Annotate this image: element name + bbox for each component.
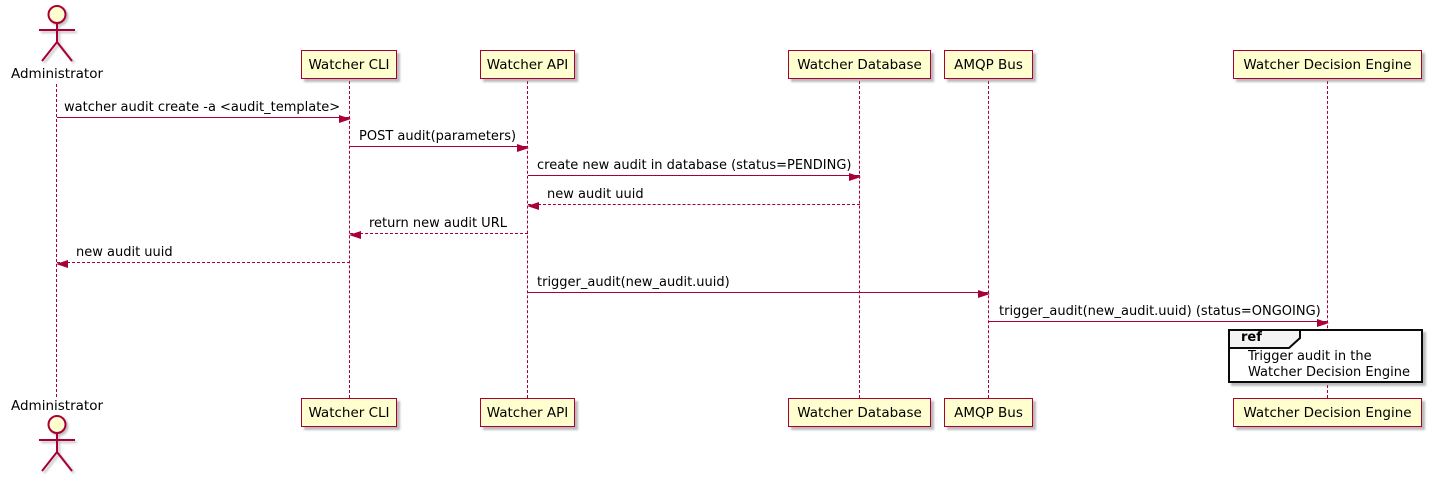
- participant-label: Watcher API: [486, 56, 569, 73]
- message-line: [57, 117, 350, 118]
- participant-watcher-cli-top: Watcher CLI: [301, 50, 397, 79]
- ref-fragment: ref Trigger audit in the Watcher Decisio…: [1228, 329, 1423, 383]
- arrow-head-icon: [349, 231, 361, 239]
- lifeline-watcher-decision-engine: [1327, 81, 1328, 398]
- arrow-head-icon: [527, 202, 539, 210]
- actor-icon: [31, 3, 83, 69]
- participant-label: AMQP Bus: [954, 404, 1023, 421]
- message-label: new audit uuid: [76, 245, 173, 260]
- ref-line-2: Watcher Decision Engine: [1248, 364, 1410, 380]
- message-trigger-audit-ongoing: trigger_audit(new_audit.uuid) (status=ON…: [989, 302, 1329, 327]
- message-new-audit-uuid-return-cli: new audit uuid: [56, 243, 350, 268]
- participant-label: Watcher Decision Engine: [1243, 404, 1412, 421]
- ref-keyword: ref: [1241, 330, 1262, 345]
- participant-amqp-bus-bottom: AMQP Bus: [944, 398, 1033, 427]
- arrow-head-icon: [1317, 319, 1329, 327]
- message-line: [528, 175, 860, 176]
- lifeline-administrator: [56, 84, 57, 397]
- message-label: new audit uuid: [547, 187, 644, 202]
- arrow-head-icon: [978, 290, 990, 298]
- ref-content: Trigger audit in the Watcher Decision En…: [1248, 349, 1410, 380]
- message-label: create new audit in database (status=PEN…: [537, 158, 852, 173]
- message-line: [528, 204, 860, 205]
- participant-label: Watcher CLI: [308, 56, 390, 73]
- participant-watcher-cli-bottom: Watcher CLI: [301, 398, 397, 427]
- arrow-head-icon: [517, 144, 529, 152]
- participant-label: Watcher CLI: [308, 404, 390, 421]
- participant-label: AMQP Bus: [954, 56, 1023, 73]
- message-line: [350, 146, 528, 147]
- participant-watcher-database-bottom: Watcher Database: [788, 398, 931, 427]
- arrow-head-icon: [339, 115, 351, 123]
- participant-label: Watcher Database: [797, 404, 922, 421]
- participant-watcher-decision-engine-top: Watcher Decision Engine: [1233, 50, 1422, 79]
- message-label: POST audit(parameters): [359, 129, 517, 144]
- arrow-head-icon: [849, 173, 861, 181]
- message-post-audit: POST audit(parameters): [350, 127, 529, 152]
- message-return-audit-url: return new audit URL: [349, 214, 528, 239]
- lifeline-amqp-bus: [988, 81, 989, 398]
- message-line: [57, 262, 350, 263]
- message-label: trigger_audit(new_audit.uuid) (status=ON…: [999, 304, 1321, 319]
- actor-icon: [31, 412, 83, 480]
- participant-watcher-database-top: Watcher Database: [788, 50, 931, 79]
- message-create-audit-db: create new audit in database (status=PEN…: [528, 156, 861, 181]
- participant-label: Watcher Decision Engine: [1243, 56, 1412, 73]
- message-label: return new audit URL: [369, 216, 507, 231]
- actor-administrator-bottom: Administrator: [10, 398, 104, 414]
- message-line: [350, 233, 528, 234]
- lifeline-watcher-api: [527, 81, 528, 398]
- actor-administrator-top: Administrator: [10, 66, 104, 82]
- participant-watcher-api-bottom: Watcher API: [480, 398, 575, 427]
- participant-label: Watcher API: [486, 404, 569, 421]
- message-line: [528, 292, 989, 293]
- message-new-audit-uuid-return-db: new audit uuid: [527, 185, 860, 210]
- message-trigger-audit: trigger_audit(new_audit.uuid): [528, 273, 990, 298]
- ref-header: ref: [1228, 329, 1302, 349]
- participant-watcher-api-top: Watcher API: [480, 50, 575, 79]
- participant-label: Watcher Database: [797, 56, 922, 73]
- message-audit-create: watcher audit create -a <audit_template>: [57, 98, 351, 123]
- participant-watcher-decision-engine-bottom: Watcher Decision Engine: [1233, 398, 1422, 427]
- participant-amqp-bus-top: AMQP Bus: [944, 50, 1033, 79]
- lifeline-watcher-cli: [349, 81, 350, 398]
- message-label: watcher audit create -a <audit_template>: [64, 100, 341, 115]
- arrow-head-icon: [56, 260, 68, 268]
- ref-line-1: Trigger audit in the: [1248, 349, 1372, 364]
- message-line: [989, 321, 1328, 322]
- lifeline-watcher-database: [859, 81, 860, 398]
- message-label: trigger_audit(new_audit.uuid): [537, 275, 730, 290]
